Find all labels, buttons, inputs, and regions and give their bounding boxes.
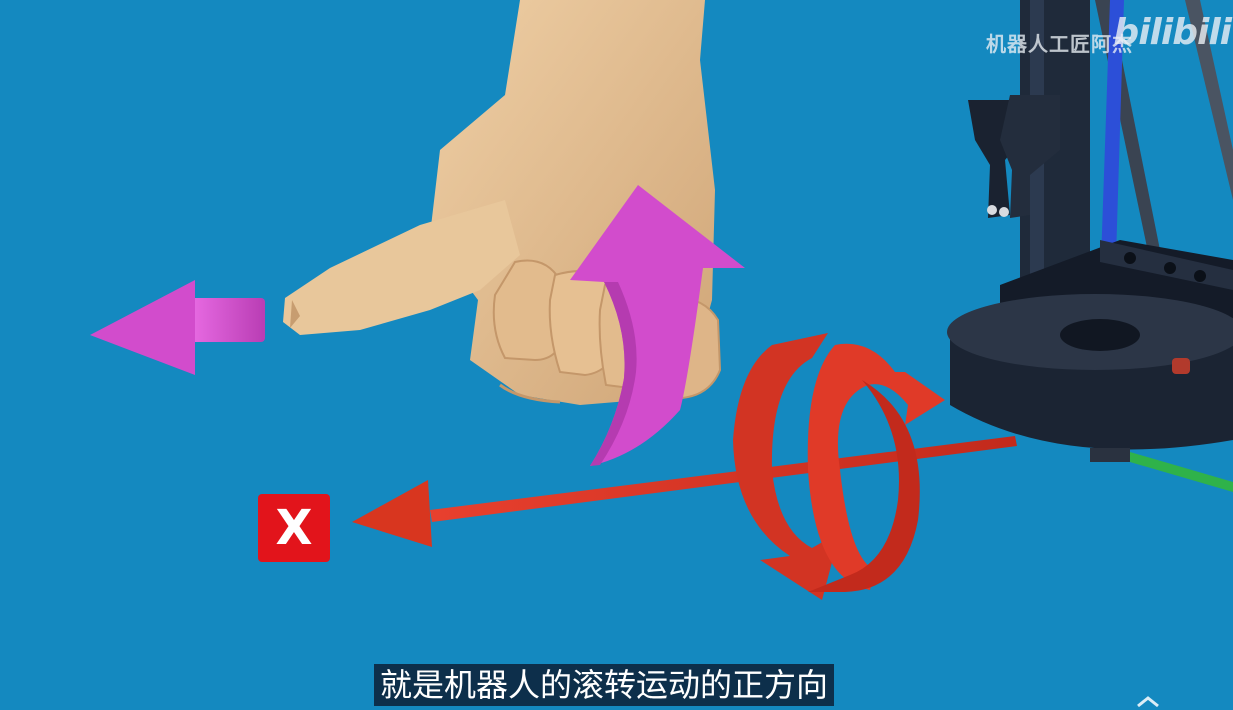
player-corner-icon	[1137, 696, 1159, 708]
bilibili-logo: bilibili	[1113, 12, 1232, 53]
magenta-curved-arrow	[570, 185, 745, 466]
channel-watermark: 机器人工匠阿杰	[986, 32, 1133, 56]
video-subtitle: 就是机器人的滚转运动的正方向	[374, 664, 835, 706]
x-axis-label: X	[258, 494, 330, 562]
green-axis-line	[1130, 452, 1233, 492]
robot-arm-base	[947, 0, 1233, 462]
red-rotation-arrows	[733, 333, 945, 600]
red-axis-arrow	[352, 436, 1017, 547]
magenta-direction-arrow	[90, 280, 265, 375]
